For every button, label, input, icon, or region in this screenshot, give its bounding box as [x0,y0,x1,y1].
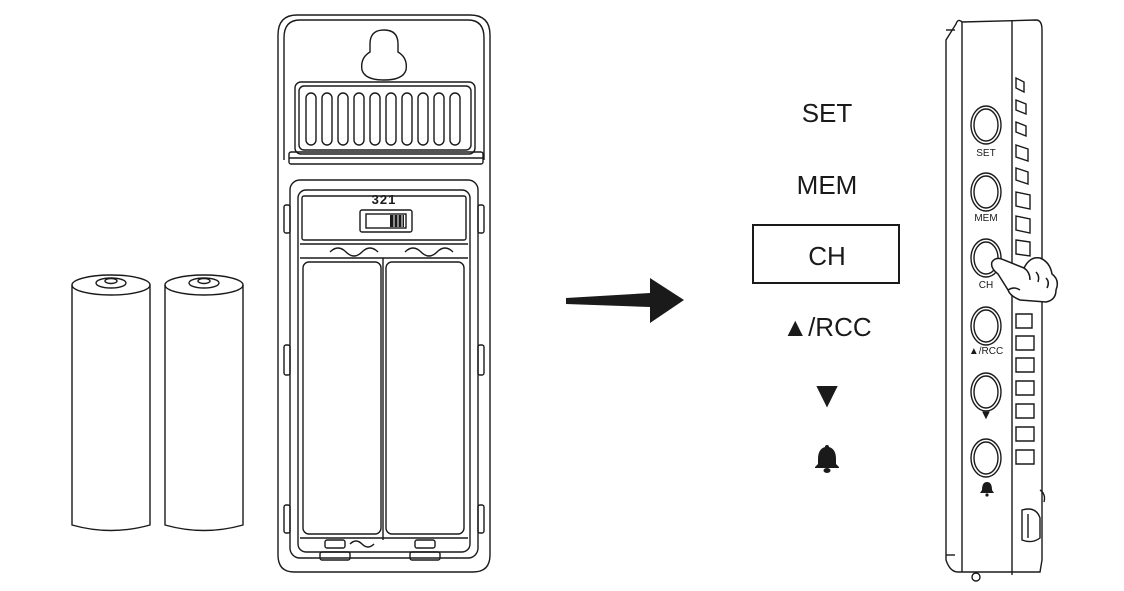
channel-switch-label: 321 [371,192,397,207]
label-ch: CH [808,241,846,271]
right-arrow-icon [566,278,684,323]
device-side-view [945,19,1046,582]
device-back [277,14,491,573]
side-button-set [970,105,1002,145]
channel-switch [359,209,413,233]
side-bell-icon [980,482,994,497]
side-label-up-rcc: ▲/RCC [968,346,1004,357]
side-button-down [970,372,1002,412]
wall-hanger-hole [360,29,408,81]
pointing-hand-icon [990,256,1059,303]
side-label-down: ▼ [982,410,990,421]
bell-icon [815,445,839,473]
label-down: ▼ [816,378,838,411]
ch-highlight-box [752,224,900,284]
vent-slots [305,92,461,146]
battery-right [164,274,244,532]
side-label-ch: CH [978,280,994,291]
battery-left [71,274,151,532]
side-label-set: SET [976,148,996,159]
side-vents [1015,76,1035,465]
side-button-mem [970,172,1002,212]
label-up-rcc: ▲/RCC [782,312,872,342]
label-mem: MEM [796,170,858,200]
side-label-mem: MEM [974,213,998,224]
label-set: SET [801,98,853,128]
side-button-alarm [970,438,1002,478]
side-button-up-rcc [970,306,1002,346]
